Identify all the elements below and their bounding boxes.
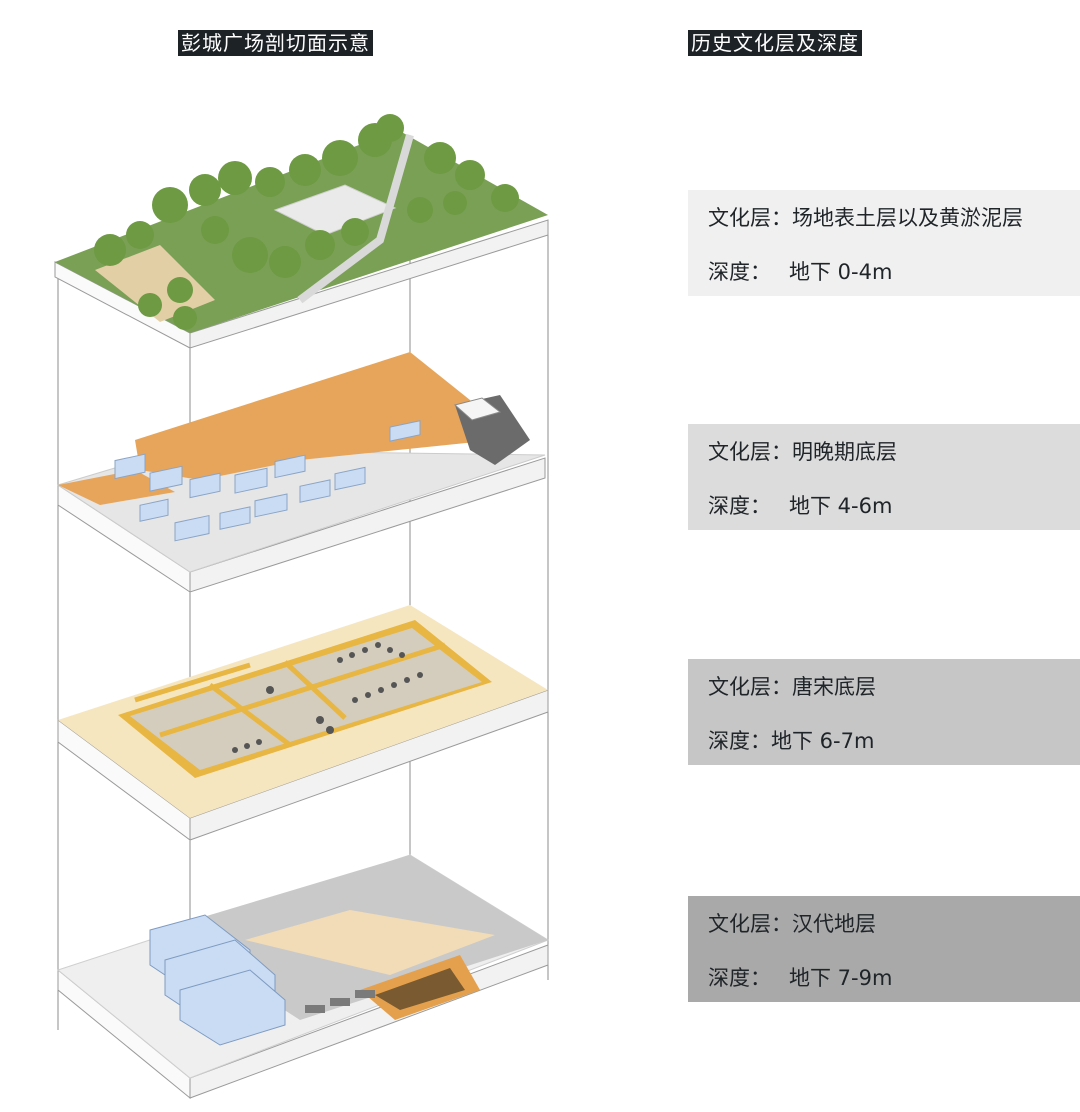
ming-earth-mass xyxy=(135,352,495,480)
culture-line: 文化层：明晚期底层 xyxy=(708,440,897,464)
layer-info-park: 文化层：场地表土层以及黄淤泥层 深度：地下 0-4m xyxy=(688,190,1080,296)
park-trees xyxy=(94,114,519,330)
depth-line: 深度：地下 6-7m xyxy=(708,729,875,753)
depth-line: 深度：地下 4-6m xyxy=(708,494,893,518)
han-tombs xyxy=(305,990,375,1013)
park-side-right xyxy=(189,219,549,349)
depth-line: 深度：地下 7-9m xyxy=(708,966,893,990)
layer-tang-song xyxy=(57,605,549,841)
tang-side-right xyxy=(189,689,549,841)
park-path xyxy=(297,133,414,304)
han-pit-inner xyxy=(375,968,465,1010)
layers-title: 历史文化层及深度 xyxy=(688,30,862,56)
culture-line: 文化层：唐宋底层 xyxy=(708,675,876,699)
layer-info-ming: 文化层：明晚期底层 深度：地下 4-6m xyxy=(688,424,1080,530)
tang-walls xyxy=(134,642,446,747)
han-sand-platform xyxy=(245,910,495,975)
ming-side-right xyxy=(189,457,546,593)
tang-relics xyxy=(232,642,423,753)
layer-info-han: 文化层：汉代地层 深度：地下 7-9m xyxy=(688,896,1080,1002)
park-plaza xyxy=(273,184,397,236)
ming-buildings xyxy=(114,420,421,542)
section-diagram xyxy=(54,114,550,1100)
depth-line: 深度：地下 0-4m xyxy=(708,260,893,284)
ming-earth-edge xyxy=(58,470,175,505)
layer-info-tang-song: 文化层：唐宋底层 深度：地下 6-7m xyxy=(688,659,1080,765)
ming-pavilion-roof xyxy=(453,397,502,421)
layer-ming xyxy=(56,352,546,593)
layer-han xyxy=(56,854,550,1100)
diagram-title: 彭城广场剖切面示意 xyxy=(178,30,373,56)
layer-park xyxy=(54,114,549,349)
han-palace xyxy=(149,914,286,1046)
culture-line: 文化层：汉代地层 xyxy=(708,912,876,936)
park-sand-area xyxy=(95,245,215,322)
culture-line: 文化层：场地表土层以及黄淤泥层 xyxy=(708,206,1023,230)
